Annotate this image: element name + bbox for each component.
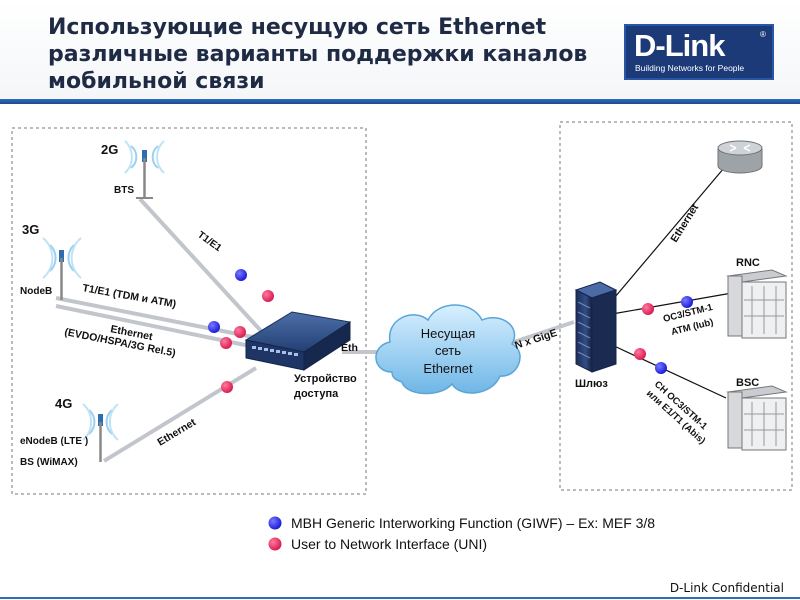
title-line-1: Использующие несущую сеть Ethernet [48,15,547,40]
carrier-ethernet-cloud [375,304,521,395]
legend-uni-dot [268,537,282,551]
uni-dot-nodeb-tdm [234,326,246,338]
ethernet-router-link-label: Ethernet [668,202,701,245]
link-gateway-to-router [603,167,725,311]
header-divider-bar [0,99,800,104]
link-ethernet-4g-label: Ethernet [155,416,198,448]
core-section-box [559,121,793,491]
gen-2g-label: 2G [101,142,118,157]
link-enodeb-to-access [102,366,258,463]
access-device-label-line2: доступа [294,388,339,400]
bsc-label: BSC [736,377,759,389]
access-switch-icon [244,311,352,371]
gateway-rack-icon [574,281,618,373]
uni-dot-rnc-link [642,303,654,315]
uni-dot-bsc-link [634,348,646,360]
uni-dot-bts-link [262,290,274,302]
registered-mark-icon: ® [760,30,766,39]
link-cloud-to-gateway [504,320,575,347]
link-nodeb-ethernet [55,304,251,348]
nodeb-label: NodeB [20,286,52,297]
slide-title: Использующие несущую сеть Ethernet разли… [48,14,608,95]
footer-confidential: D-Link Confidential [670,581,784,595]
eth-port-label: Eth [341,342,358,354]
dlink-logo: D-Link ® Building Networks for People [624,24,774,80]
rnc-cabinet-icon [726,269,788,339]
link-gateway-to-rnc [611,292,733,315]
bsc-cabinet-icon [726,385,788,451]
access-device-label-line1: Устройство [294,373,357,385]
giwf-dot-nodeb-link [208,321,220,333]
cloud-label-line2: сеть [435,343,461,358]
gateway-label: Шлюз [575,378,608,390]
uni-dot-enodeb-link [221,381,233,393]
logo-wordmark: D-Link [634,28,725,63]
tower-icon-2g [124,140,165,199]
gen-3g-label: 3G [22,222,39,237]
legend-giwf-dot [268,516,282,530]
bs-wimax-label: BS (WiMAX) [20,457,78,468]
network-diagram: 2G BTS 3G NodeB 4G eNodeB (LTE ) BS (WiM… [0,121,800,599]
rnc-label: RNC [736,257,760,269]
tower-icon-4g [82,403,119,462]
link-nodeb-tdm [55,296,259,340]
n-gige-label: N x GigE [513,327,558,352]
giwf-dot-rnc-link [681,296,693,308]
link-bts-to-access [138,197,264,334]
enodeb-label: eNodeB (LTE ) [20,436,88,447]
slide-header: Использующие несущую сеть Ethernet разли… [0,0,800,100]
giwf-dot-bts-link [235,269,247,281]
router-icon [717,140,763,174]
link-t1e1-label: T1/E1 [195,230,223,255]
legend-giwf-text: MBH Generic Interworking Function (GIWF)… [291,515,655,531]
cloud-label-line3: Ethernet [423,361,473,376]
access-section-box [11,127,367,495]
tower-icon-3g [42,237,82,300]
giwf-dot-bsc-link [655,362,667,374]
bts-label: BTS [114,185,134,196]
title-line-2: различные варианты поддержки каналов [48,42,588,67]
gen-4g-label: 4G [55,396,72,411]
legend-uni-text: User to Network Interface (UNI) [291,536,487,552]
link-gateway-to-bsc [611,344,727,399]
uni-dot-nodeb-ethernet [220,337,232,349]
cloud-label-line1: Несущая [421,326,476,341]
logo-tagline: Building Networks for People [635,63,745,73]
title-line-3: мобильной связи [48,69,265,94]
